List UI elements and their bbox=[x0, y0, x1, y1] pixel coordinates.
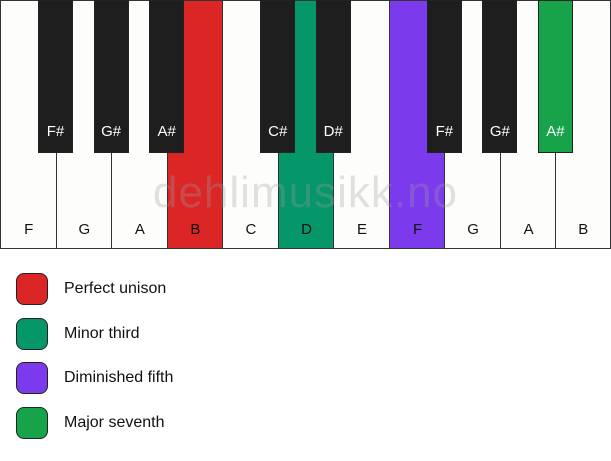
key-label: C bbox=[245, 221, 257, 238]
black-key-g-sharp[interactable]: G# bbox=[482, 0, 518, 153]
key-label: G bbox=[467, 221, 479, 238]
black-key-d-sharp[interactable]: D# bbox=[315, 0, 351, 153]
key-label: F# bbox=[435, 123, 454, 140]
key-label: G bbox=[78, 221, 91, 238]
black-key-a-sharp[interactable]: A# bbox=[537, 0, 573, 153]
key-label: A# bbox=[546, 123, 565, 140]
key-label: D bbox=[301, 221, 312, 238]
color-swatch bbox=[16, 362, 48, 394]
piano-keyboard: F G A B C D E F G A B F# G# A# C# D# F# G# A# bbox=[0, 0, 611, 249]
key-label: C# bbox=[268, 123, 288, 140]
legend-label: Perfect unison bbox=[64, 280, 167, 297]
black-key-c-sharp[interactable]: C# bbox=[260, 0, 296, 153]
color-swatch bbox=[16, 273, 48, 305]
key-label: E bbox=[357, 221, 368, 238]
black-key-f-sharp[interactable]: F# bbox=[426, 0, 462, 153]
key-label: F# bbox=[46, 123, 65, 140]
key-label: F bbox=[412, 221, 423, 238]
key-label: B bbox=[190, 221, 201, 238]
key-label: F bbox=[24, 221, 34, 238]
legend-label: Major seventh bbox=[64, 413, 165, 431]
key-label: D# bbox=[323, 123, 343, 140]
key-label: B bbox=[578, 221, 589, 238]
key-label: A bbox=[523, 221, 534, 238]
legend-label: Minor third bbox=[64, 324, 140, 342]
color-swatch bbox=[16, 406, 48, 439]
legend-label: Diminished fifth bbox=[64, 369, 174, 386]
black-key-g-sharp[interactable]: G# bbox=[93, 0, 129, 153]
color-swatch bbox=[16, 317, 48, 350]
key-label: A bbox=[134, 221, 145, 238]
key-label: A# bbox=[157, 123, 176, 140]
black-key-f-sharp[interactable]: F# bbox=[38, 0, 74, 153]
key-label: G# bbox=[489, 123, 510, 140]
key-label: G# bbox=[101, 123, 122, 140]
black-key-a-sharp[interactable]: A# bbox=[149, 0, 185, 153]
